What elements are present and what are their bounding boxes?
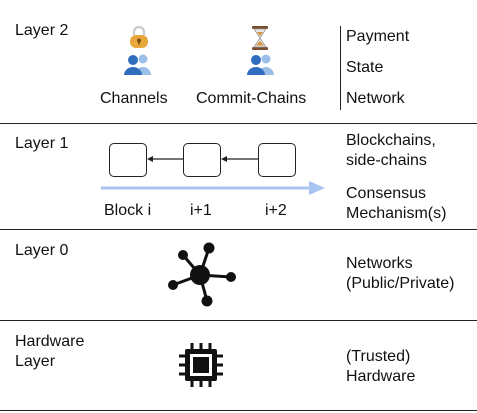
layer1-right-sidechains: side-chains xyxy=(346,152,427,169)
users-icon xyxy=(247,54,274,75)
layer1-right-consensus: Consensus xyxy=(346,185,427,202)
hourglass-icon xyxy=(252,26,268,50)
network-node-icon xyxy=(168,242,236,307)
channels-label: Channels xyxy=(100,90,168,107)
chain-arrow xyxy=(221,156,258,162)
divider-4 xyxy=(0,410,477,411)
lock-icon xyxy=(130,25,148,48)
block-label-i-plus-2: i+2 xyxy=(265,202,287,219)
layer2-divider xyxy=(340,26,341,110)
layer1-right-blockchains: Blockchains, xyxy=(346,132,436,149)
commit-chains-label: Commit-Chains xyxy=(196,90,307,107)
divider-3 xyxy=(0,320,477,321)
block-i xyxy=(109,143,147,177)
layer2-right-state: State xyxy=(346,59,384,76)
block-label-i-plus-1: i+1 xyxy=(190,202,212,219)
layer1-right-mechanisms: Mechanism(s) xyxy=(346,205,447,222)
timeline-arrow xyxy=(101,181,325,195)
divider-2 xyxy=(0,229,477,230)
layer2-right-network: Network xyxy=(346,90,405,107)
layer2-right-payment: Payment xyxy=(346,28,410,45)
block-i-plus-1 xyxy=(183,143,221,177)
cpu-chip-icon xyxy=(179,343,223,387)
block-label-i: Block i xyxy=(104,202,152,219)
layer1-title: Layer 1 xyxy=(15,135,69,152)
divider-1 xyxy=(0,123,477,124)
hardware-title-line2: Layer xyxy=(15,353,56,370)
chain-arrow xyxy=(147,156,183,162)
layer0-right-public-private: (Public/Private) xyxy=(346,275,455,292)
hardware-right-trusted: (Trusted) xyxy=(346,348,411,365)
hardware-right-hardware: Hardware xyxy=(346,368,416,385)
layer2-title: Layer 2 xyxy=(15,22,69,39)
hardware-title-line1: Hardware xyxy=(15,333,85,350)
block-i-plus-2 xyxy=(258,143,296,177)
layer0-right-networks: Networks xyxy=(346,255,413,272)
layer0-title: Layer 0 xyxy=(15,242,69,259)
users-icon xyxy=(124,54,151,75)
